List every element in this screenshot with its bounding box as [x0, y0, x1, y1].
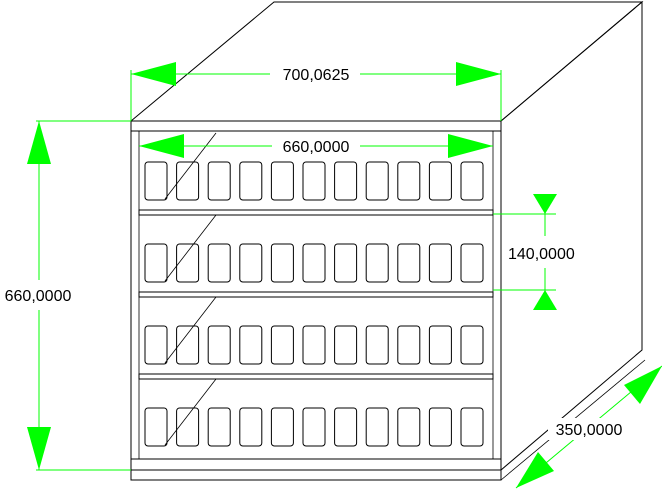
slot-opening	[365, 161, 389, 201]
slot-opening	[302, 161, 326, 201]
slot-opening	[239, 161, 263, 201]
cabinet-top-rail	[130, 120, 502, 132]
slot-opening	[397, 325, 421, 365]
slot-opening	[270, 325, 294, 365]
dimension-shelf-spacing: 140,0000	[493, 194, 575, 310]
slot-opening	[365, 243, 389, 283]
slot-opening	[334, 161, 358, 201]
slot-opening	[460, 161, 484, 201]
slot-opening	[397, 243, 421, 283]
slot-opening	[207, 161, 231, 201]
dimension-label-depth: 350,0000	[556, 422, 623, 439]
slot-opening	[334, 407, 358, 447]
slot-opening	[428, 407, 452, 447]
slot-opening	[144, 407, 168, 447]
shelf-back-edge	[164, 132, 217, 200]
slot-opening	[207, 243, 231, 283]
shelf-back-edge	[164, 378, 217, 446]
slot-opening	[239, 243, 263, 283]
shelf-board	[138, 291, 494, 298]
slot-opening	[460, 325, 484, 365]
arrow-head-right	[456, 62, 501, 86]
slot-opening	[176, 161, 200, 201]
slot-opening	[176, 325, 200, 365]
arrow-head-left	[139, 134, 184, 158]
slot-opening	[207, 325, 231, 365]
slot-opening	[428, 161, 452, 201]
dimension-label-backdrop	[548, 418, 632, 440]
slot-opening	[334, 325, 358, 365]
cabinet-top-face	[129, 1, 644, 122]
dimension-label-outer-width: 700,0625	[283, 67, 350, 84]
arrow-head-bottom	[27, 427, 51, 470]
slot-opening	[270, 407, 294, 447]
slot-opening	[239, 325, 263, 365]
slot-opening	[144, 161, 168, 201]
slot-opening	[144, 243, 168, 283]
arrow-head-left	[131, 62, 176, 86]
slot-opening	[176, 243, 200, 283]
slot-opening	[397, 161, 421, 201]
slot-opening	[365, 325, 389, 365]
slot-opening	[144, 325, 168, 365]
shelf-back-edge	[164, 214, 217, 282]
arrow-head-down	[533, 194, 557, 214]
dimension-label-inner-width: 660,0000	[283, 139, 350, 156]
shelf-back-edge	[164, 296, 217, 364]
slot-opening	[460, 407, 484, 447]
slot-opening	[302, 243, 326, 283]
arrow-head-right	[448, 134, 493, 158]
slot-opening	[270, 161, 294, 201]
slot-opening	[428, 243, 452, 283]
slot-opening	[302, 325, 326, 365]
slot-opening	[302, 407, 326, 447]
shelf-board	[138, 373, 494, 380]
arrow-head-lower	[516, 452, 554, 488]
slot-opening	[460, 243, 484, 283]
shelf-group	[138, 132, 494, 447]
arrow-head-up	[533, 290, 557, 310]
dimension-label-height: 660,0000	[5, 288, 72, 305]
slot-opening	[207, 407, 231, 447]
dimension-label-shelf-spacing: 140,0000	[508, 246, 575, 263]
slot-opening	[176, 407, 200, 447]
slot-opening	[365, 407, 389, 447]
slot-opening	[334, 243, 358, 283]
dimension-depth: 350,0000	[515, 365, 662, 489]
slot-opening	[397, 407, 421, 447]
arrow-head-top	[27, 121, 51, 164]
dimension-height: 660,0000	[5, 120, 131, 471]
slot-opening	[428, 325, 452, 365]
dimension-inner-width: 660,0000	[139, 134, 493, 158]
slot-opening	[239, 407, 263, 447]
shelf-board	[138, 209, 494, 216]
slot-opening	[270, 243, 294, 283]
dimension-outer-width: 700,0625	[130, 62, 502, 121]
arrow-head-upper	[624, 366, 662, 404]
cabinet-bottom-rail	[130, 458, 502, 471]
cabinet-front-frame	[130, 120, 502, 481]
